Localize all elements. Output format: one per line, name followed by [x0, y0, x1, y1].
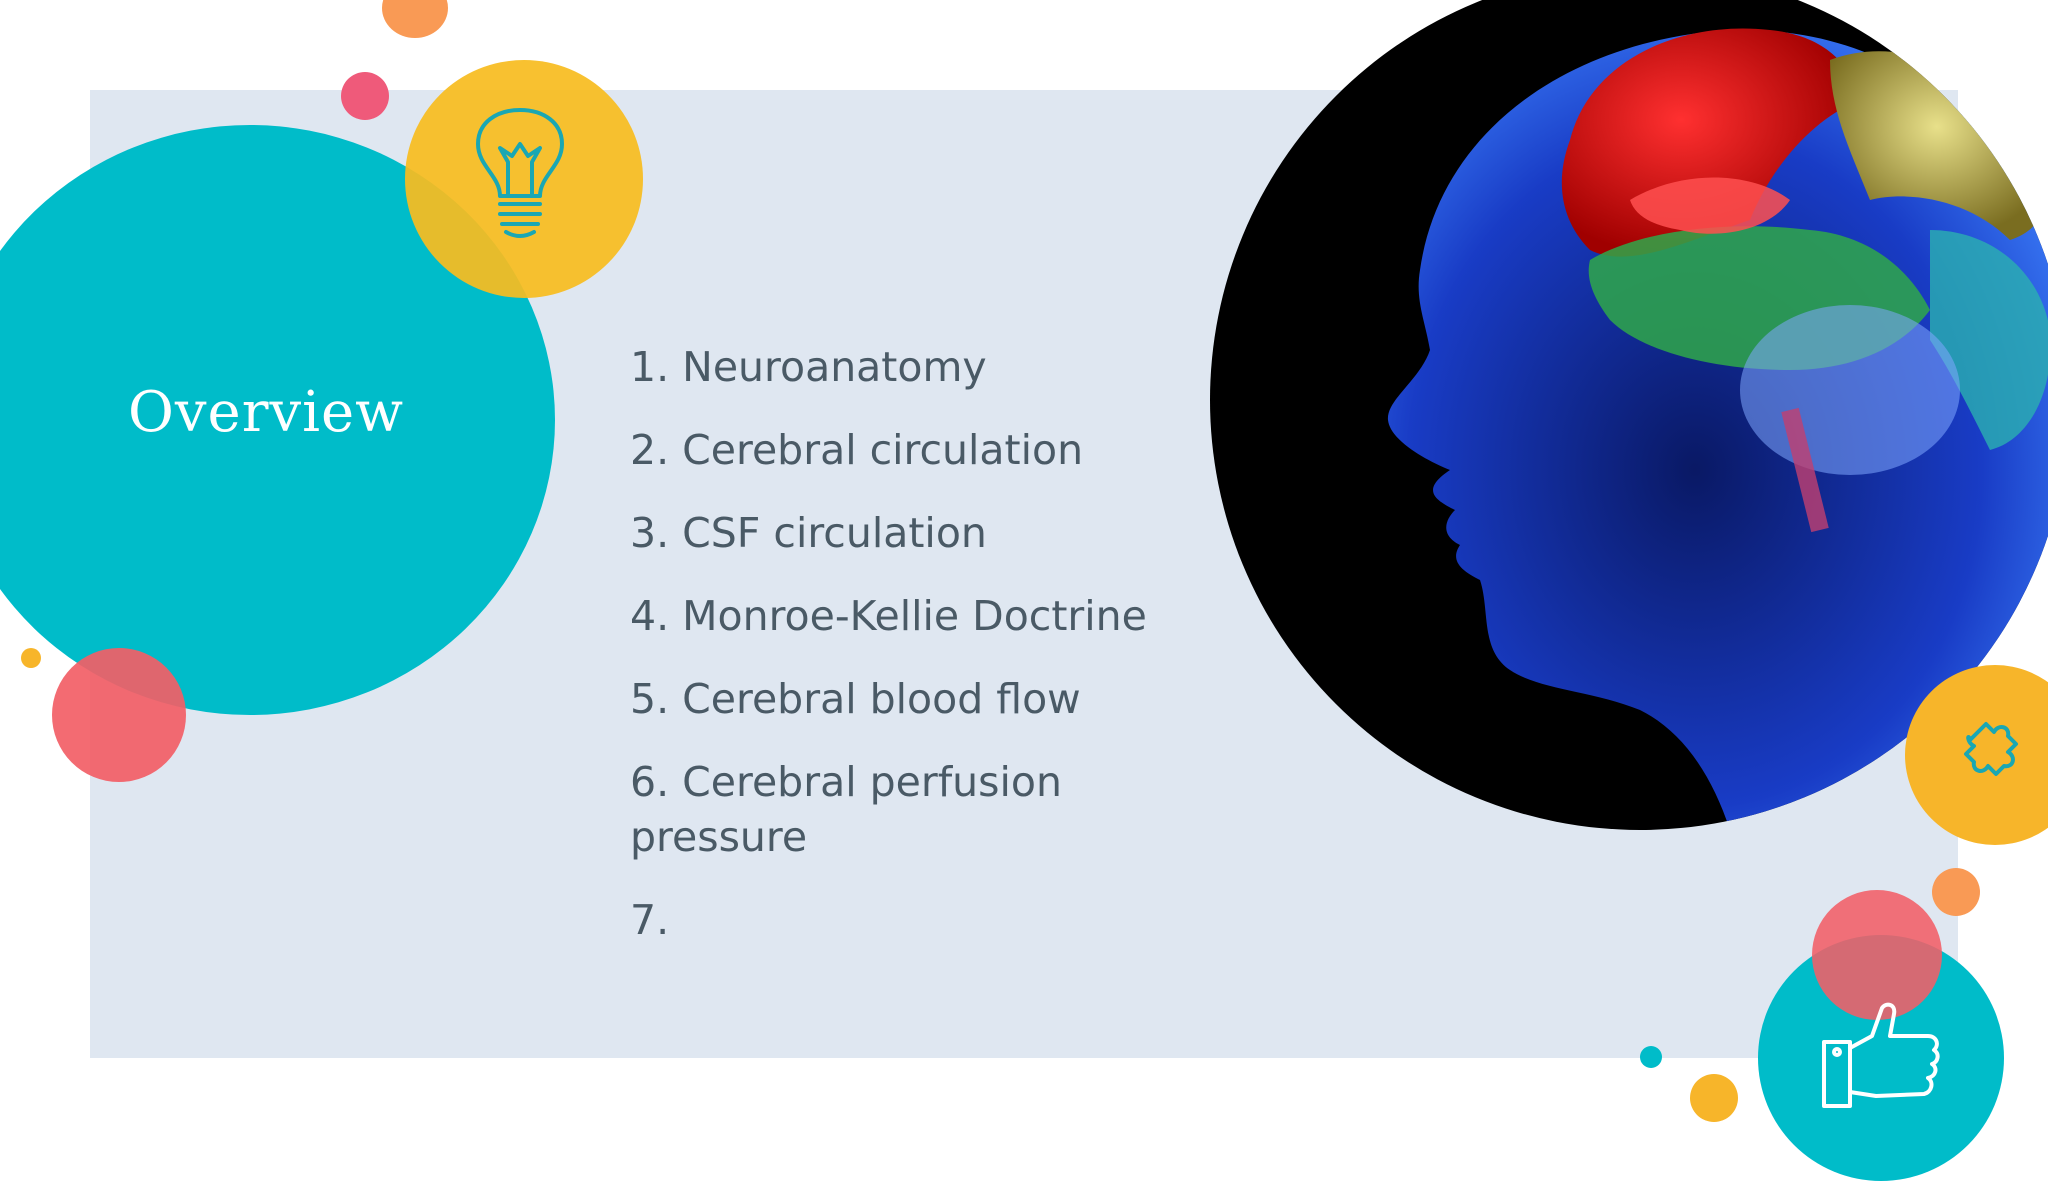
puzzle-piece-icon — [1964, 722, 2018, 776]
lightbulb-badge — [405, 60, 643, 298]
topic-item: 6. Cerebral perfusion pressure — [630, 758, 1062, 861]
decor-dot-yellow-left — [21, 648, 41, 668]
decor-circle-coral-right — [1812, 890, 1942, 1020]
decor-dot-teal-bottom — [1640, 1046, 1662, 1068]
decor-dot-orange-right — [1932, 868, 1980, 916]
topic-item: 7. — [630, 896, 670, 944]
slide-title: Overview — [128, 380, 405, 445]
topic-list: 1. Neuroanatomy 2. Cerebral circulation … — [630, 340, 1190, 976]
topic-item: 5. Cerebral blood flow — [630, 675, 1081, 723]
topic-item: 3. CSF circulation — [630, 509, 987, 557]
topic-item: 1. Neuroanatomy — [630, 343, 987, 391]
decor-circle-coral-left — [52, 648, 186, 782]
decor-dot-orange-top — [382, 0, 448, 38]
decor-dot-pink-top — [341, 72, 389, 120]
puzzle-badge — [1905, 665, 2048, 845]
brain-head-illustration — [1210, 0, 2048, 830]
thumbs-up-icon — [1822, 1002, 1940, 1108]
decor-dot-yellow-bottom — [1690, 1074, 1738, 1122]
lightbulb-icon — [476, 108, 564, 238]
topic-item: 4. Monroe-Kellie Doctrine — [630, 592, 1147, 640]
topic-item: 2. Cerebral circulation — [630, 426, 1084, 474]
